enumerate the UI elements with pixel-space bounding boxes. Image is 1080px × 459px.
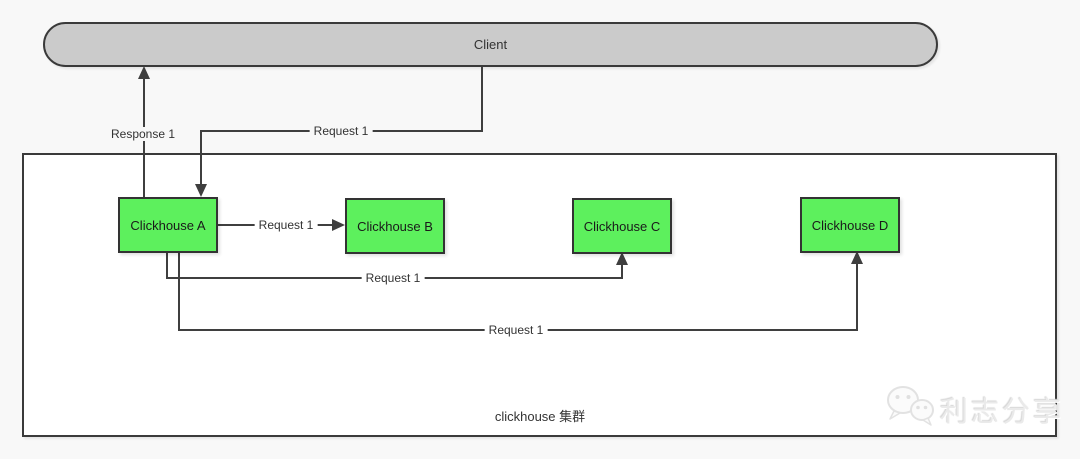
node-clickhouse-a-label: Clickhouse A (130, 217, 206, 233)
edge-request-client-to-a-label: Request 1 (309, 124, 373, 138)
arrow-right-icon (332, 219, 345, 231)
node-clickhouse-d-label: Clickhouse D (811, 217, 889, 233)
edge-response-a-to-client-label: Response 1 (106, 127, 180, 141)
edge-request-a-to-d-label: Request 1 (484, 323, 548, 337)
edge-request-a-to-c-label: Request 1 (361, 271, 425, 285)
node-clickhouse-b-label: Clickhouse B (357, 218, 433, 234)
arrow-up-icon (851, 251, 863, 264)
node-clickhouse-b: Clickhouse B (345, 198, 445, 254)
arrow-up-icon (138, 66, 150, 79)
client-node-label: Client (473, 37, 508, 52)
node-clickhouse-c-label: Clickhouse C (583, 218, 661, 234)
edge-request-client-to-a-line (481, 67, 483, 132)
node-clickhouse-d: Clickhouse D (800, 197, 900, 253)
arrow-up-icon (616, 252, 628, 265)
edge-request-a-to-b-label: Request 1 (254, 218, 318, 232)
edge-request-a-to-c-line (621, 263, 623, 279)
edge-request-a-to-d-line (178, 251, 180, 331)
cluster-caption: clickhouse 集群 (494, 409, 586, 424)
node-clickhouse-a: Clickhouse A (118, 197, 218, 253)
node-clickhouse-c: Clickhouse C (572, 198, 672, 254)
client-node: Client (43, 22, 938, 67)
arrow-down-icon (195, 184, 207, 197)
edge-request-a-to-d-line (856, 263, 858, 331)
edge-request-client-to-a-line (200, 130, 202, 185)
edge-request-a-to-c-line (166, 251, 168, 279)
